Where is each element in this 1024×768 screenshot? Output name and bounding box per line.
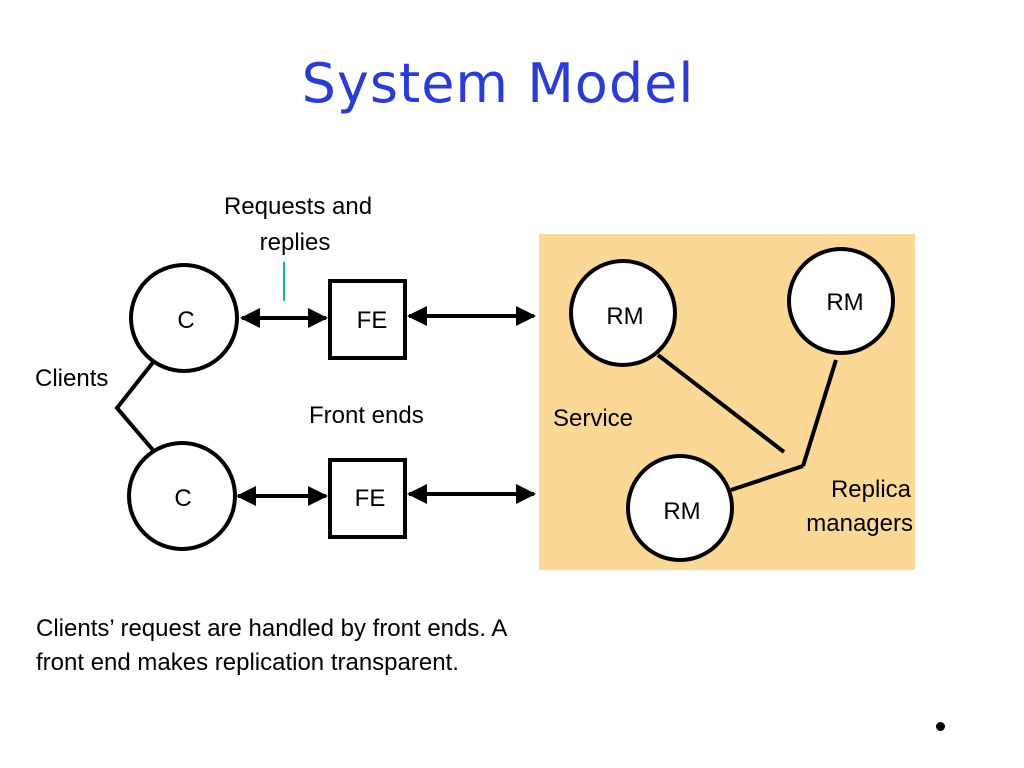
front-end-label-1: FE: [357, 307, 388, 334]
replica-manager-label-3: RM: [663, 498, 700, 525]
replica-managers-label-line2: managers: [806, 510, 913, 537]
replica-managers-label-line1: Replica: [831, 476, 912, 503]
rm-link-3: [730, 464, 804, 492]
bullet-dot: [936, 722, 945, 731]
clients-label: Clients: [35, 365, 108, 392]
client-node-2: [127, 441, 237, 551]
replica-manager-label-1: RM: [606, 303, 643, 330]
service-label: Service: [553, 405, 633, 432]
slide-title: System Model: [301, 52, 695, 115]
annotation-line1: Requests and: [224, 193, 372, 220]
caption-line1: Clients’ request are handled by front en…: [36, 615, 508, 642]
replica-manager-node-1: [569, 259, 677, 367]
front-end-label-2: FE: [355, 485, 386, 512]
front-end-node-2: [328, 458, 407, 539]
clients-link: [114, 354, 160, 458]
replica-manager-node-2: [787, 247, 895, 355]
caption-line2: front end makes replication transparent.: [36, 649, 459, 676]
client-node-1: [129, 263, 239, 373]
replica-manager-label-2: RM: [826, 289, 863, 316]
front-ends-label: Front ends: [309, 402, 424, 429]
slide-caption: Clients’ request are handled by front en…: [36, 612, 616, 680]
annotation-line2: replies: [260, 229, 331, 256]
rm-link-2: [801, 359, 838, 467]
client-label-2: C: [174, 485, 191, 512]
client-label-1: C: [177, 307, 194, 334]
front-end-node-1: [328, 279, 407, 360]
replica-manager-node-3: [626, 454, 734, 562]
rm-link-1: [656, 353, 786, 454]
